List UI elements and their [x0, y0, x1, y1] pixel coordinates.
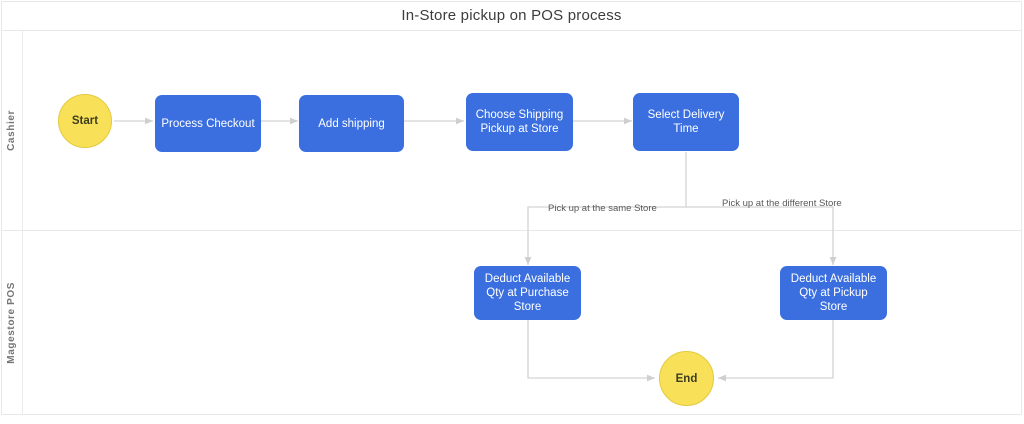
swimlane-label-cashier: Cashier: [6, 110, 17, 151]
node-process-checkout-label: Process Checkout: [161, 117, 255, 130]
diagram-frame: [1, 1, 1022, 415]
node-deduct-available-qty-at-pickup-store-label: Deduct Available Qty at Pickup Store: [790, 273, 877, 313]
node-select-delivery-time-label: Select Delivery Time: [647, 109, 725, 135]
node-deduct-available-qty-at-pickup-store[interactable]: Deduct Available Qty at Pickup Store: [780, 266, 887, 320]
edge-label-different-store: Pick up at the different Store: [722, 198, 842, 209]
node-deduct-available-qty-at-purchase-store-label: Deduct Available Qty at Purchase Store: [484, 273, 571, 313]
swimlane-cashier-label-column: Cashier: [1, 31, 23, 230]
node-choose-shipping-pickup-at-store[interactable]: Choose Shipping Pickup at Store: [466, 93, 573, 151]
swimlane-magestore-pos-label-column: Magestore POS: [1, 231, 23, 415]
node-process-checkout[interactable]: Process Checkout: [155, 95, 261, 152]
page-title: In-Store pickup on POS process: [401, 7, 622, 24]
diagram-title-band: In-Store pickup on POS process: [1, 1, 1022, 31]
node-start[interactable]: Start: [58, 94, 112, 148]
node-add-shipping[interactable]: Add shipping: [299, 95, 404, 152]
node-select-delivery-time[interactable]: Select Delivery Time: [633, 93, 739, 151]
node-start-label: Start: [71, 115, 99, 127]
edge-label-same-store: Pick up at the same Store: [548, 203, 657, 214]
node-deduct-available-qty-at-purchase-store[interactable]: Deduct Available Qty at Purchase Store: [474, 266, 581, 320]
swimlane-cashier: Cashier: [1, 31, 1022, 231]
node-end[interactable]: End: [659, 351, 714, 406]
node-choose-shipping-pickup-at-store-label: Choose Shipping Pickup at Store: [475, 109, 564, 135]
node-add-shipping-label: Add shipping: [318, 117, 385, 130]
swimlane-magestore-pos: Magestore POS: [1, 231, 1022, 415]
swimlane-label-magestore-pos: Magestore POS: [6, 282, 17, 364]
node-end-label: End: [675, 372, 698, 385]
